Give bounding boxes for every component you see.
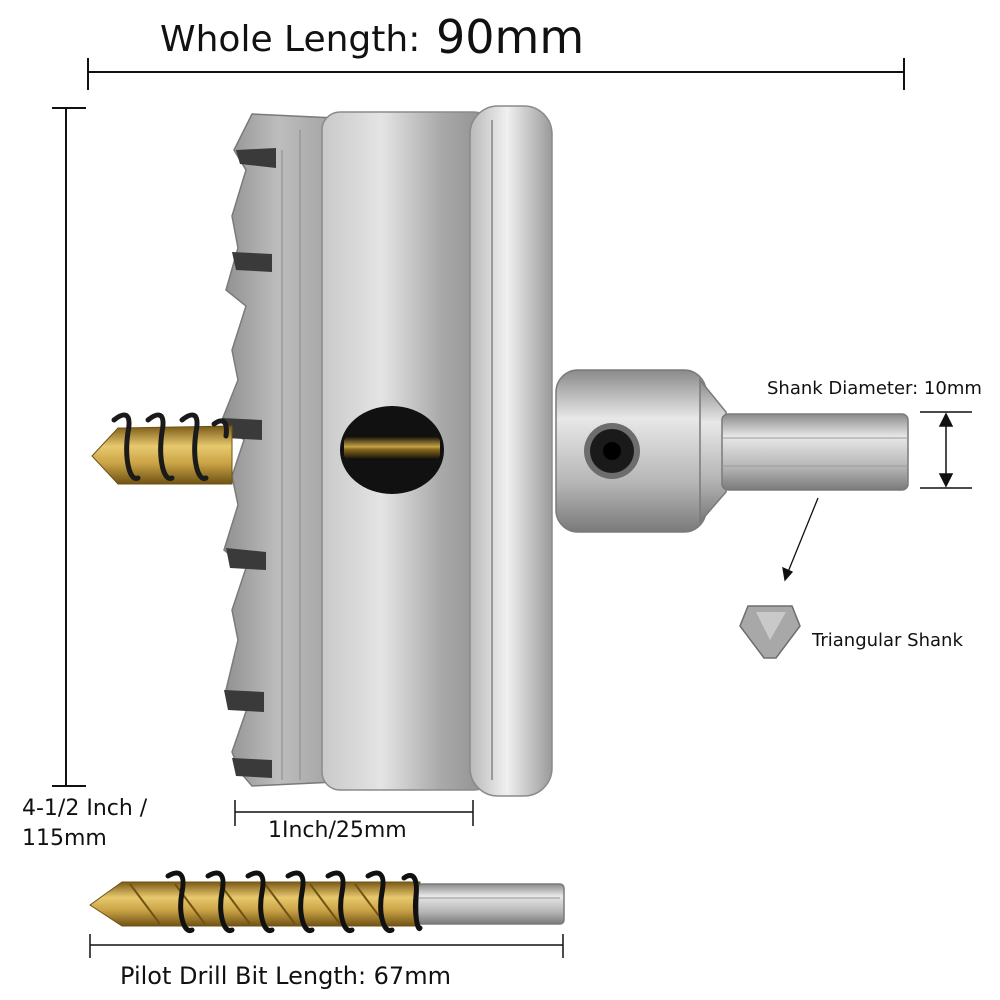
triangular-shank-pointer-arrow [782,497,819,582]
spring-icon [165,870,423,933]
shank-diameter-label: Shank Diameter: 10mm [767,378,982,399]
whole-length-label: Whole Length: [160,19,421,60]
triangular-shank-icon [739,605,801,659]
whole-length-value: 90mm [436,10,585,64]
height-dimension-line [52,107,86,787]
pilot-length-dimension-line [89,934,564,958]
height-label-inch: 4-1/2 Inch / [22,796,148,821]
pilot-drill-bit [89,870,565,933]
pilot-bit-tip [91,412,233,485]
saw-teeth-section [221,113,336,787]
height-label-mm: 115mm [22,826,107,851]
cut-depth-dimension-line [234,800,474,826]
triangular-shank-label: Triangular Shank [812,630,963,651]
shank-diameter-dimension-line [920,411,972,489]
pilot-length-label: Pilot Drill Bit Length: 67mm [120,962,451,990]
chip-ejection-slot [340,406,444,494]
cut-depth-label: 1Inch/25mm [268,818,407,843]
set-screw-icon [584,423,640,479]
whole-length-dimension-line [87,58,905,90]
